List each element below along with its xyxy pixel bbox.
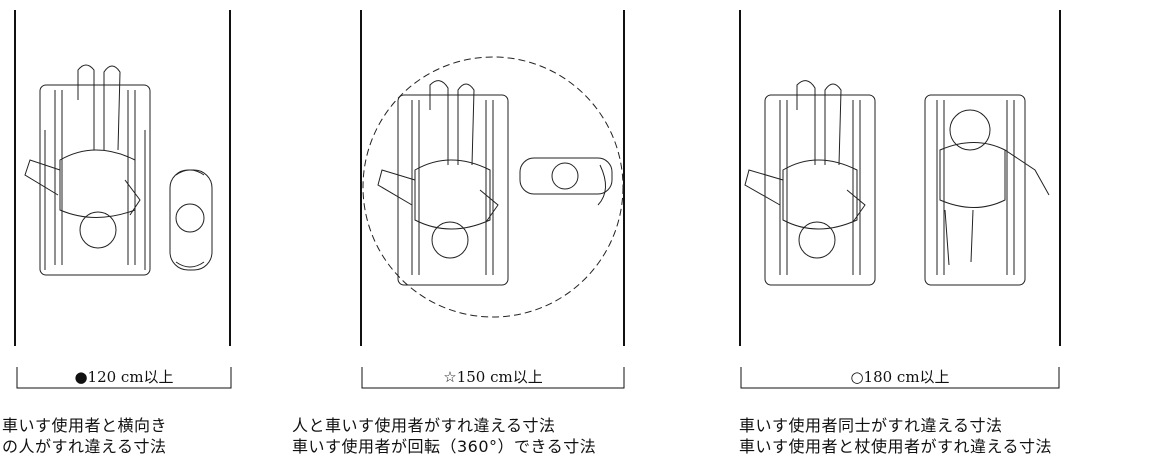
caption-line-2: の人がすれ違える寸法 — [2, 437, 167, 456]
second-wheelchair-user-figure — [924, 94, 1050, 286]
turning-circle — [362, 56, 624, 318]
dimension-bracket — [740, 367, 1060, 389]
diagram-120 — [14, 10, 232, 389]
dimension-label: ●120 cm以上 — [74, 368, 174, 386]
wheelchair-user-figure — [377, 80, 509, 286]
dimension-bracket — [16, 367, 232, 389]
wheelchair-user-figure — [24, 64, 151, 276]
wheelchair-user-figure — [744, 80, 876, 286]
caption-line-1: 車いす使用者と横向き — [2, 416, 168, 435]
standing-person-figure — [169, 169, 213, 271]
caption-line-2: 車いす使用者と杖使用者がすれ違える寸法 — [739, 437, 1053, 456]
diagram-180 — [739, 10, 1061, 389]
diagram-150 — [360, 10, 625, 389]
dimension-label: ☆150 cm以上 — [443, 368, 543, 386]
panel-120: ●120 cm以上 車いす使用者と横向き の人がすれ違える寸法 — [0, 0, 330, 468]
panel-150: ☆150 cm以上 人と車いす使用者がすれ違える寸法 車いす使用者が回転（360… — [292, 0, 740, 468]
panel-180: ○180 cm以上 車いす使用者同士がすれ違える寸法 車いす使用者と杖使用者がす… — [735, 0, 1157, 468]
dimension-bracket — [361, 367, 625, 389]
dimension-label: ○180 cm以上 — [850, 368, 950, 386]
caption-line-1: 人と車いす使用者がすれ違える寸法 — [292, 416, 556, 435]
caption-line-2: 車いす使用者が回転（360°）できる寸法 — [292, 437, 597, 456]
standing-person-figure — [519, 157, 613, 206]
caption-line-1: 車いす使用者同士がすれ違える寸法 — [739, 416, 1003, 435]
